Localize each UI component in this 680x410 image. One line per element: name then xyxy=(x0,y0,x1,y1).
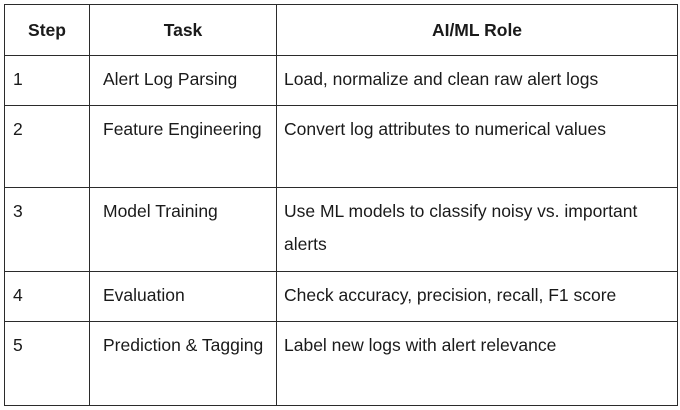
step-cell: 4 xyxy=(4,271,90,322)
table-row: 5 Prediction & Tagging Label new logs wi… xyxy=(4,321,678,406)
column-header-task: Task xyxy=(89,4,277,56)
table-row: 2 Feature Engineering Convert log attrib… xyxy=(4,105,678,188)
step-cell: 2 xyxy=(4,105,90,188)
role-cell: Check accuracy, precision, recall, F1 sc… xyxy=(276,271,678,322)
step-cell: 5 xyxy=(4,321,90,406)
task-cell: Model Training xyxy=(89,187,277,272)
table-header-row: Step Task AI/ML Role xyxy=(4,4,678,56)
step-cell: 1 xyxy=(4,55,90,106)
column-header-ai-ml-role: AI/ML Role xyxy=(276,4,678,56)
role-cell: Label new logs with alert relevance xyxy=(276,321,678,406)
task-cell: Alert Log Parsing xyxy=(89,55,277,106)
role-cell: Use ML models to classify noisy vs. impo… xyxy=(276,187,678,272)
task-cell: Prediction & Tagging xyxy=(89,321,277,406)
workflow-table: Step Task AI/ML Role 1 Alert Log Parsing… xyxy=(4,4,678,406)
table-row: 1 Alert Log Parsing Load, normalize and … xyxy=(4,55,678,106)
table-row: 3 Model Training Use ML models to classi… xyxy=(4,187,678,272)
role-cell: Convert log attributes to numerical valu… xyxy=(276,105,678,188)
task-cell: Evaluation xyxy=(89,271,277,322)
column-header-step: Step xyxy=(4,4,90,56)
task-cell: Feature Engineering xyxy=(89,105,277,188)
table-row: 4 Evaluation Check accuracy, precision, … xyxy=(4,271,678,322)
role-cell: Load, normalize and clean raw alert logs xyxy=(276,55,678,106)
step-cell: 3 xyxy=(4,187,90,272)
